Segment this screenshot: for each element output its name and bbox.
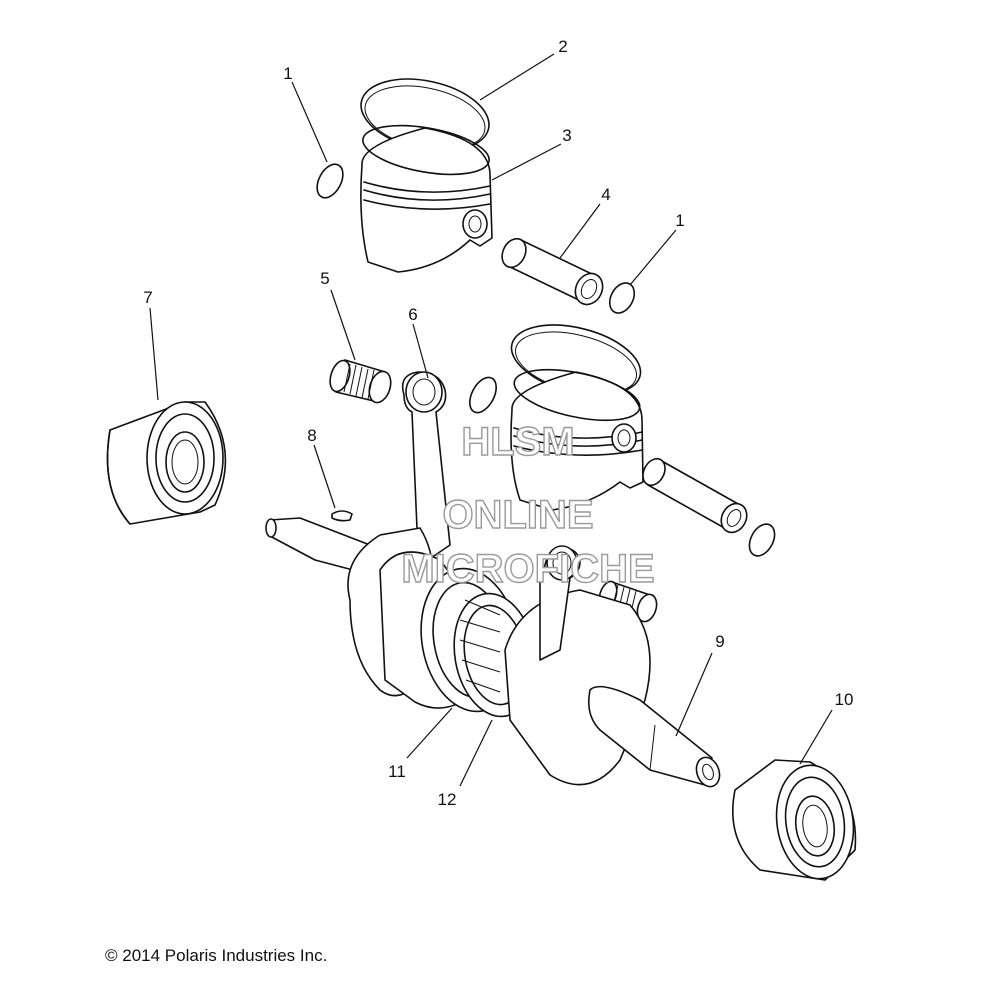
circlip-lower-right: [748, 523, 776, 557]
watermark-line-3: MICROFICHE: [401, 547, 654, 591]
leader-lines: [149, 53, 833, 787]
main-bearing-right: [732, 759, 857, 881]
circlip-lower-left: [469, 376, 497, 414]
callout-4: 4: [601, 185, 610, 204]
wrist-pin-lower: [642, 457, 748, 534]
callout-11: 11: [388, 762, 406, 781]
woodruff-key: [331, 510, 353, 522]
callout-labels: 1 2 3 4 1 5 6 7 8 9 10 11 12: [143, 37, 853, 809]
watermark: HLSM ONLINE MICROFICHE: [401, 419, 656, 591]
callout-2: 2: [558, 37, 567, 56]
callout-7: 7: [143, 288, 152, 307]
piston-upper: [360, 78, 493, 273]
crankshaft-assembly: [265, 371, 721, 788]
main-bearing-left: [106, 401, 227, 525]
callout-12: 12: [438, 790, 457, 809]
callout-10: 10: [835, 690, 854, 709]
watermark-line-1: HLSM: [461, 420, 574, 464]
callout-1-right: 1: [675, 211, 684, 230]
callout-1-upper: 1: [283, 64, 292, 83]
callout-9: 9: [715, 632, 724, 651]
needle-bearing-upper: [329, 359, 392, 404]
watermark-line-2: ONLINE: [442, 493, 593, 537]
callout-5: 5: [320, 269, 329, 288]
callout-8: 8: [307, 426, 316, 445]
callout-6: 6: [408, 305, 417, 324]
wrist-pin-upper: [501, 237, 604, 306]
copyright-notice: © 2014 Polaris Industries Inc.: [105, 946, 328, 965]
callout-3: 3: [562, 126, 571, 145]
circlip-upper-left: [316, 163, 344, 199]
circlip-upper-right: [608, 282, 636, 314]
piston-lower: [510, 324, 644, 511]
